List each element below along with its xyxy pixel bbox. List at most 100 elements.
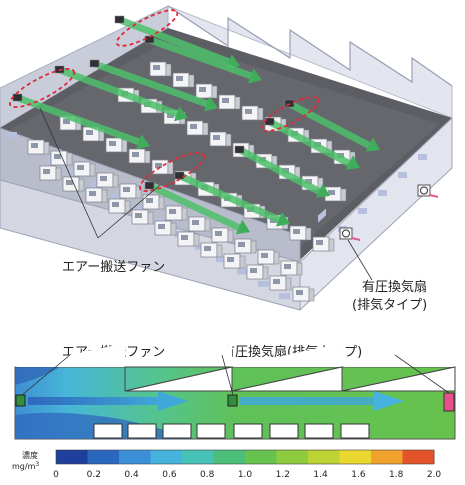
section-leader-lines	[21, 354, 450, 396]
air-flow-arrow	[58, 66, 188, 122]
legend-swatch	[182, 450, 214, 464]
machine	[289, 225, 312, 241]
roof-notch-white-2	[232, 345, 342, 367]
machine	[50, 150, 73, 166]
fan-highlight-4	[138, 152, 206, 192]
air-flow-arrow	[268, 118, 360, 170]
air-fan-unit	[234, 145, 245, 154]
legend-tick: 0.8	[200, 470, 215, 480]
wall-window	[258, 280, 269, 287]
wall-window	[90, 181, 101, 188]
wall-window	[111, 194, 122, 200]
roof-notch-1	[15, 345, 125, 367]
machine	[165, 205, 188, 221]
section-exhaust-fan	[443, 392, 455, 412]
legend-tick: 0.6	[162, 470, 177, 480]
legend-tick: 1.4	[313, 470, 328, 480]
legend-swatch	[56, 450, 88, 464]
machine	[312, 236, 335, 252]
machine	[246, 264, 269, 280]
legend-swatch	[119, 450, 151, 464]
fan-highlight-2	[8, 68, 76, 108]
air-fan-unit	[12, 93, 23, 102]
wall-window	[195, 243, 206, 250]
exhaust-fan-1	[417, 184, 438, 198]
legend-swatch	[245, 450, 277, 464]
roof-notch-white-3	[342, 345, 455, 367]
machine	[108, 198, 131, 214]
legend-tick: 0.2	[87, 470, 101, 480]
wall-window	[398, 172, 407, 178]
flow-arrow-1	[28, 391, 188, 411]
air-fan-unit	[144, 181, 155, 190]
legend-swatch	[402, 450, 435, 464]
roof-sawtooth	[167, 5, 453, 87]
machine	[27, 139, 50, 155]
air-flow-arrow	[148, 182, 250, 235]
section-air-fan-2	[227, 394, 238, 407]
legend-tick: 1.6	[351, 470, 366, 480]
wall-window	[132, 206, 143, 213]
air-flow-arrow	[16, 94, 150, 150]
legend-tick: 1.2	[276, 470, 290, 480]
wall-window	[358, 208, 367, 214]
flow-arrow-2	[240, 391, 404, 411]
air-fan-unit	[89, 59, 100, 68]
machine	[73, 161, 96, 177]
machine	[85, 187, 108, 203]
air-fan-unit	[174, 171, 185, 180]
machine	[105, 137, 128, 153]
legend-swatch	[308, 450, 340, 464]
legend-swatch	[213, 450, 246, 464]
air-flow-arrow	[93, 60, 218, 112]
wall-window	[237, 268, 248, 275]
air-flow-arrows	[12, 15, 380, 235]
exhaust-fan-2	[339, 227, 360, 241]
machine	[186, 120, 209, 136]
legend-swatch	[339, 450, 372, 464]
machine	[269, 275, 292, 291]
section-air-fan-1	[15, 394, 26, 407]
legend-tick: 2.0	[427, 470, 442, 480]
low-concentration-zone-2	[15, 367, 60, 385]
machine	[218, 94, 241, 110]
machine-rows	[27, 61, 356, 302]
air-flow-arrow	[148, 36, 262, 84]
machine	[292, 286, 315, 302]
machine	[211, 227, 234, 243]
machine	[177, 231, 200, 247]
air-fan-unit	[114, 15, 125, 24]
legend-tick: 1.8	[389, 470, 404, 480]
factory-illustration	[0, 5, 453, 312]
wall-window	[279, 293, 290, 300]
machine	[128, 148, 151, 164]
legend-unit: mg/m3	[12, 461, 39, 471]
legend-swatch	[87, 450, 120, 464]
air-flow-arrow	[288, 100, 380, 152]
machine	[154, 220, 177, 236]
machine	[209, 131, 232, 147]
legend-color-bar	[55, 449, 435, 465]
machine	[200, 242, 223, 258]
roof-tooth-1	[124, 366, 233, 392]
machine	[280, 260, 303, 276]
machine	[119, 183, 142, 199]
air-fan-label: エアー搬送ファン	[62, 260, 166, 275]
fan-highlight-1	[115, 9, 179, 47]
wall-window	[6, 132, 17, 138]
right-wall-windows	[318, 208, 326, 223]
air-flow-arrow	[238, 146, 330, 198]
wall-window	[216, 256, 227, 262]
exhaust-fan-label-line2: (排気タイプ)	[352, 298, 428, 313]
roof-tooth-3	[341, 366, 456, 392]
fan-highlight-3	[260, 96, 320, 132]
machine	[241, 105, 264, 121]
legend-tick: 0	[53, 470, 59, 480]
machine	[195, 83, 218, 99]
legend-swatch	[276, 450, 309, 464]
machine	[223, 253, 246, 269]
section-machines	[93, 423, 370, 439]
legend-swatch	[150, 450, 183, 464]
